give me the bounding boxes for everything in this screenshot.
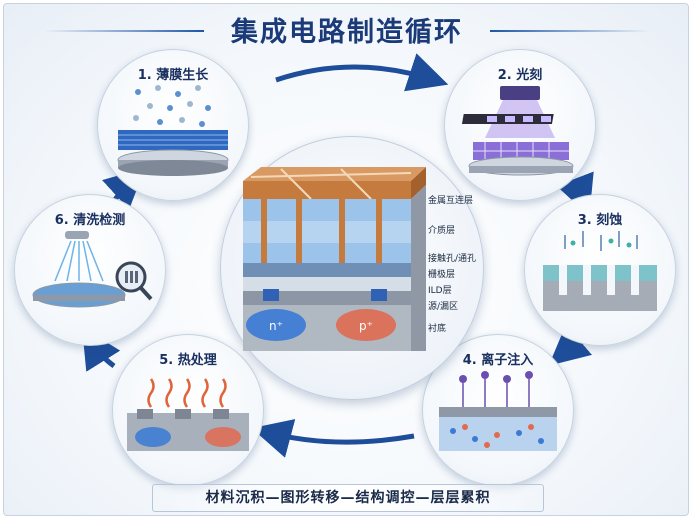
step-label: 4. 离子注入 bbox=[462, 353, 534, 368]
step-5-heat-treatment: 5. 热处理 bbox=[112, 334, 264, 486]
step-label: 3. 刻蚀 bbox=[577, 213, 623, 228]
layer-label-ild: ILD层 bbox=[428, 286, 452, 296]
annealing-icon bbox=[127, 378, 249, 451]
arrow-1-to-2 bbox=[275, 53, 449, 92]
chip-structure-illustration: n⁺ p⁺ bbox=[243, 167, 426, 351]
photolithography-icon bbox=[461, 86, 574, 176]
title-decor-left bbox=[44, 30, 204, 32]
arrow-4-to-5 bbox=[251, 419, 415, 458]
layer-label-substrate: 衬底 bbox=[428, 324, 447, 334]
n-plus-label: n⁺ bbox=[269, 319, 283, 333]
title-area: 集成电路制造循环 bbox=[4, 8, 688, 48]
diagram-title: 集成电路制造循环 bbox=[231, 17, 463, 48]
layer-label-gate: 栅极层 bbox=[428, 270, 456, 280]
diagram-frame: 集成电路制造循环 bbox=[3, 3, 689, 516]
step-1-thin-film-growth: 1. 薄膜生长 bbox=[97, 49, 249, 201]
layer-label-metal: 金属互连层 bbox=[428, 196, 474, 206]
chip-cross-section: n⁺ p⁺ 金属互连层 介质层 接触孔/通孔 栅极层 ILD层 源/漏区 衬底 bbox=[220, 136, 484, 400]
etching-icon bbox=[543, 231, 657, 311]
layer-label-contact: 接触孔/通孔 bbox=[428, 254, 477, 264]
layer-label-source-drain: 源/漏区 bbox=[428, 302, 459, 312]
step-label: 1. 薄膜生长 bbox=[137, 68, 209, 83]
step-6-cleaning-inspection: 6. 清洗检测 bbox=[14, 194, 166, 346]
title-decor-right bbox=[490, 30, 650, 32]
process-summary-banner: 材料沉积—图形转移—结构调控—层层累积 bbox=[152, 484, 544, 512]
cleaning-inspection-icon bbox=[32, 231, 153, 308]
layer-label-dielectric: 介质层 bbox=[428, 226, 456, 236]
step-2-photolithography: 2. 光刻 bbox=[444, 49, 596, 201]
step-3-etching: 3. 刻蚀 bbox=[524, 194, 676, 346]
step-label: 6. 清洗检测 bbox=[54, 213, 126, 228]
ion-implantation-icon bbox=[439, 371, 557, 451]
step-label: 2. 光刻 bbox=[497, 68, 543, 83]
step-label: 5. 热处理 bbox=[159, 353, 217, 368]
thin-film-deposition-icon bbox=[117, 85, 229, 176]
p-plus-label: p⁺ bbox=[359, 319, 373, 333]
